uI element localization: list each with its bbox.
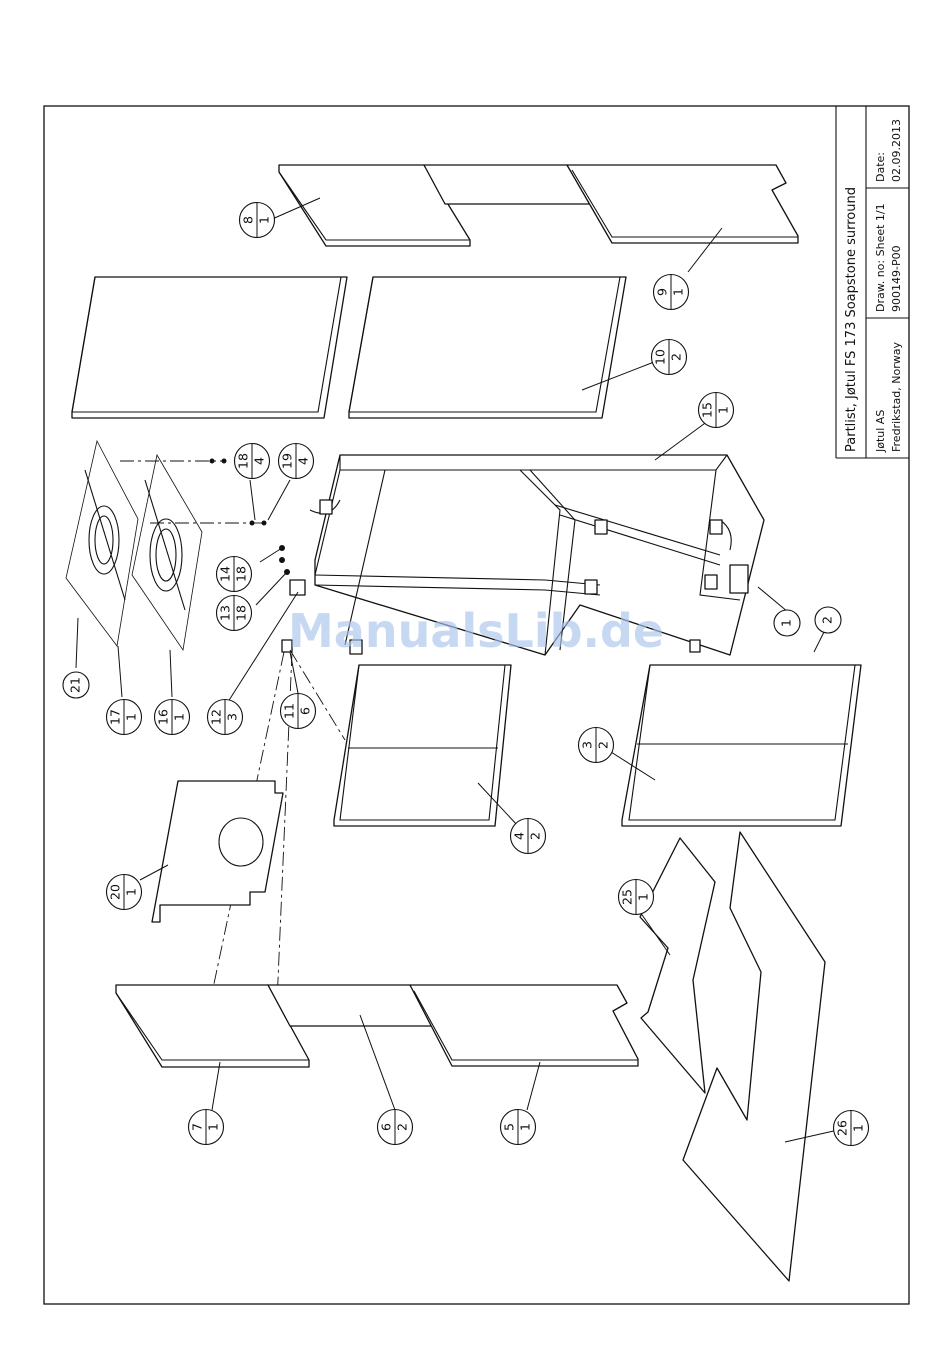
balloon-quantity: 4 xyxy=(252,457,267,465)
balloon-quantity: 2 xyxy=(528,832,543,840)
watermark: ManualsLib.de xyxy=(288,604,664,658)
date-value: 02.09.2013 xyxy=(890,119,903,182)
balloon-quantity: 2 xyxy=(596,741,611,749)
part-10-side-plates xyxy=(72,277,626,418)
balloon-quantity: 2 xyxy=(669,353,684,361)
balloon-number: 13 xyxy=(218,605,233,621)
balloon-number: 8 xyxy=(241,216,256,224)
balloon-part-1: 1 xyxy=(774,610,800,636)
balloon-number: 18 xyxy=(236,453,251,469)
company-text: Jøtul AS xyxy=(874,410,887,453)
balloon-part-2: 2 xyxy=(815,607,841,633)
balloon-quantity: 1 xyxy=(124,713,139,721)
location-text: Fredrikstad, Norway xyxy=(890,342,903,452)
date-label: Date: xyxy=(874,152,887,182)
balloon-quantity: 1 xyxy=(518,1123,533,1131)
balloon-quantity: 1 xyxy=(124,888,139,896)
balloon-quantity: 3 xyxy=(225,713,240,721)
balloon-number: 25 xyxy=(620,889,635,905)
balloon-number: 19 xyxy=(280,453,295,469)
balloon-quantity: 4 xyxy=(296,457,311,465)
balloon-quantity: 6 xyxy=(298,707,313,715)
part-16-17-grilles xyxy=(66,441,202,650)
balloon-quantity: 18 xyxy=(234,605,249,621)
balloon-number: 9 xyxy=(655,288,670,296)
balloon-quantity: 2 xyxy=(395,1123,410,1131)
part-8-9-top-strips xyxy=(279,165,798,246)
drawing-no-label: Draw. no: Sheet 1/1 xyxy=(874,203,887,312)
balloon-number: 10 xyxy=(653,349,668,365)
part-25-26-floor-plates xyxy=(640,832,825,1281)
balloon-quantity: 1 xyxy=(636,893,651,901)
balloon-number: 6 xyxy=(379,1123,394,1131)
balloon-quantity: 1 xyxy=(851,1124,866,1132)
balloon-number: 5 xyxy=(502,1123,517,1131)
drawing-no-value: 900149-P00 xyxy=(890,245,903,312)
title-block: Partlist, Jøtul FS 173 Soapstone surroun… xyxy=(836,106,909,458)
balloon-number: 1 xyxy=(779,619,794,627)
balloon-number: 17 xyxy=(108,709,123,725)
balloon-number: 3 xyxy=(580,741,595,749)
balloon-number: 7 xyxy=(190,1123,205,1131)
balloon-part-21: 21 xyxy=(63,672,89,698)
balloon-number: 15 xyxy=(700,402,715,418)
part-20-heat-shield xyxy=(152,781,283,922)
part-5-6-7-lower-strips xyxy=(116,985,638,1067)
balloon-quantity: 1 xyxy=(716,406,731,414)
balloon-quantity: 1 xyxy=(257,216,272,224)
balloon-number: 12 xyxy=(209,709,224,725)
balloon-number: 16 xyxy=(156,709,171,725)
balloon-quantity: 1 xyxy=(206,1123,221,1131)
balloon-quantity: 18 xyxy=(234,566,249,582)
balloon-number: 26 xyxy=(835,1120,850,1136)
balloon-quantity: 1 xyxy=(172,713,187,721)
balloon-quantity: 1 xyxy=(671,288,686,296)
balloon-number: 11 xyxy=(282,703,297,719)
title-text: Partlist, Jøtul FS 173 Soapstone surroun… xyxy=(844,187,859,452)
balloon-number: 2 xyxy=(820,616,835,624)
balloon-number: 20 xyxy=(108,884,123,900)
balloon-number: 14 xyxy=(218,566,233,582)
balloon-number: 21 xyxy=(68,677,83,693)
balloon-number: 4 xyxy=(512,832,527,840)
